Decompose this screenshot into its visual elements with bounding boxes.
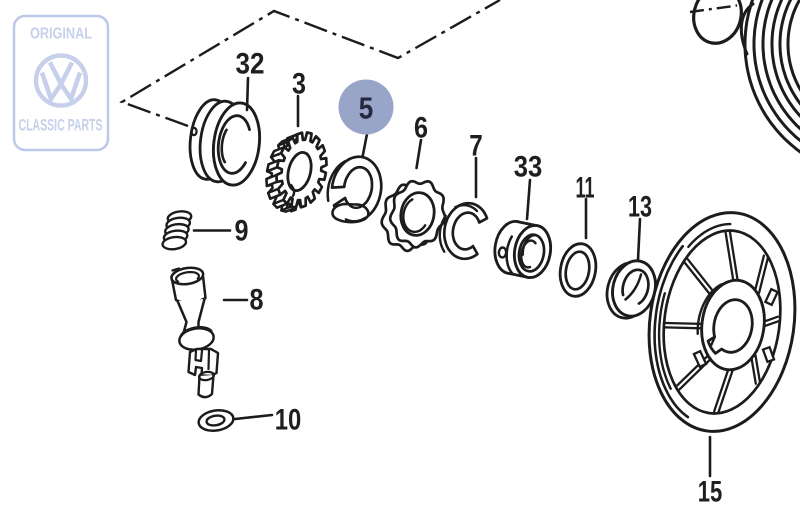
svg-text:3: 3 [292, 68, 306, 101]
svg-text:32: 32 [236, 48, 265, 81]
svg-text:7: 7 [469, 130, 483, 163]
svg-text:9: 9 [235, 215, 249, 248]
svg-text:CLASSIC PARTS: CLASSIC PARTS [19, 117, 103, 135]
svg-text:10: 10 [275, 404, 302, 437]
svg-text:11: 11 [576, 172, 595, 205]
svg-text:8: 8 [250, 284, 264, 317]
svg-text:15: 15 [698, 476, 723, 509]
svg-text:13: 13 [628, 191, 652, 224]
svg-text:5: 5 [359, 91, 374, 126]
svg-text:6: 6 [414, 112, 428, 145]
svg-text:33: 33 [514, 151, 543, 184]
svg-text:ORIGINAL: ORIGINAL [30, 26, 92, 43]
